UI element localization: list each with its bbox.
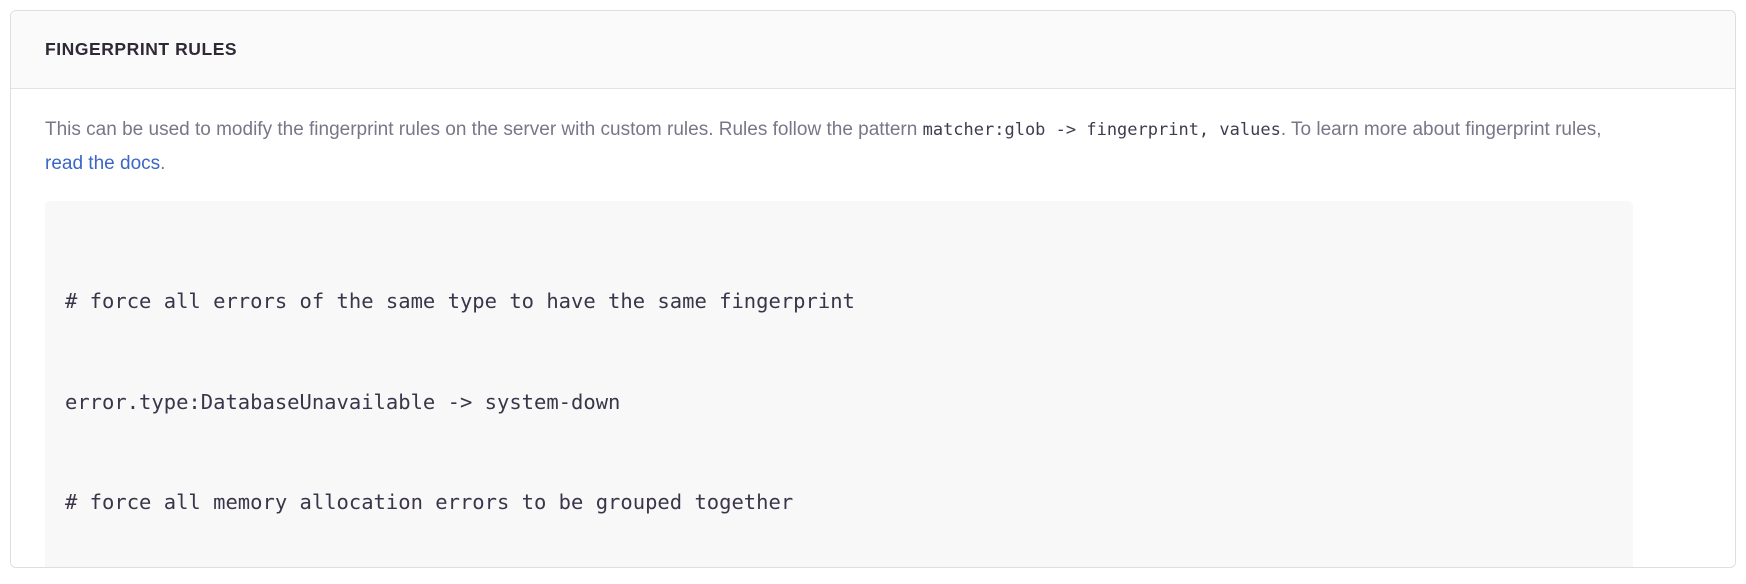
panel-body: This can be used to modify the fingerpri… — [11, 89, 1735, 567]
code-line: # force all memory allocation errors to … — [65, 490, 794, 514]
read-the-docs-link[interactable]: read the docs — [45, 153, 161, 174]
fingerprint-rules-panel-wrapper: Fingerprint Rules This can be used to mo… — [10, 10, 1736, 568]
page-title: Fingerprint Rules — [45, 38, 238, 59]
description-inline-code: matcher:glob -> fingerprint, values — [922, 120, 1281, 140]
fingerprint-rules-panel: Fingerprint Rules This can be used to mo… — [10, 10, 1736, 568]
description-text-part-1: This can be used to modify the fingerpri… — [45, 119, 923, 140]
description-text-part-2: . To learn more about fingerprint rules, — [1280, 119, 1602, 140]
example-rules-code-block: # force all errors of the same type to h… — [45, 201, 1633, 567]
panel-header: Fingerprint Rules — [11, 11, 1735, 89]
code-line: # force all errors of the same type to h… — [65, 289, 855, 313]
code-line: error.type:DatabaseUnavailable -> system… — [65, 389, 621, 414]
panel-description: This can be used to modify the fingerpri… — [45, 113, 1605, 180]
description-text-part-3: . — [160, 153, 166, 174]
